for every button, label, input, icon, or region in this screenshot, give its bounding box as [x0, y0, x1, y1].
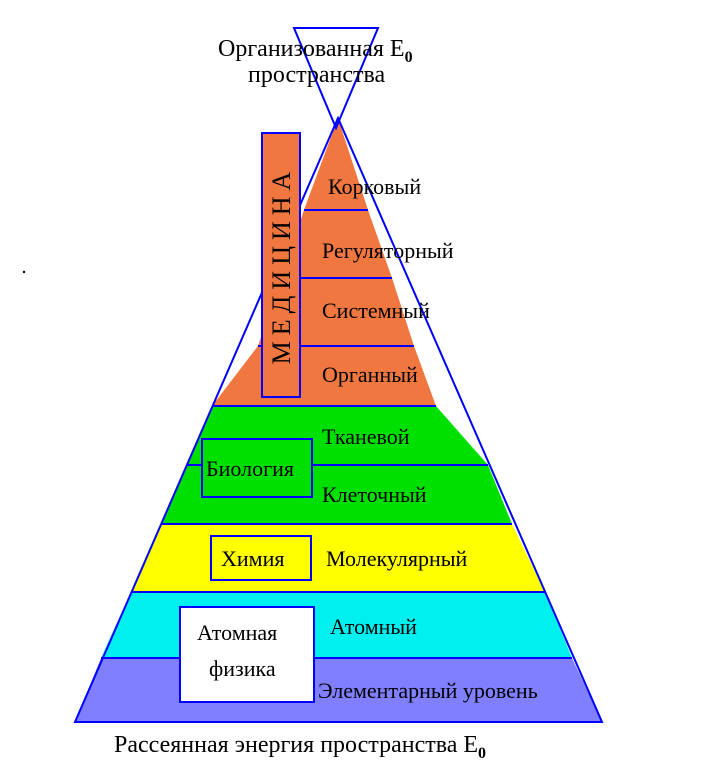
level-label-regulatory: Регуляторный	[322, 238, 454, 263]
level-label-cellular: Клеточный	[322, 482, 427, 507]
medicine-text: МЕДИЦИНА	[267, 166, 296, 365]
level-label-elementary: Элементарный уровень	[318, 678, 538, 703]
medicine-label: МЕДИЦИНА	[267, 166, 296, 365]
biology-box	[201, 438, 313, 498]
level-label-organ: Органный	[322, 362, 418, 387]
chemistry-box	[210, 535, 312, 581]
level-label-tissue: Тканевой	[322, 424, 410, 449]
inverted-triangle	[292, 27, 380, 131]
bottom-label: Рассеянная энергия пространства Е0	[114, 732, 486, 762]
atomic-physics-box	[179, 606, 315, 703]
pyramid-outline	[73, 115, 604, 723]
band-regulatory	[281, 210, 392, 278]
atomic-physics-label-line1: Атомная	[197, 620, 277, 645]
level-label-systemic: Системный	[322, 298, 430, 323]
chemistry-label: Химия	[221, 546, 284, 571]
biology-label: Биология	[206, 456, 294, 481]
medicine-box	[261, 132, 301, 398]
level-label-molecular: Молекулярный	[326, 546, 468, 571]
top-label-line2: пространства	[248, 62, 386, 88]
level-label-atomic: Атомный	[330, 614, 417, 639]
stray-dot	[22, 270, 26, 274]
level-label-cortical: Корковый	[328, 174, 421, 199]
atomic-physics-label-line2: физика	[209, 656, 276, 681]
band-cortical	[304, 118, 368, 210]
top-label: Организованная Е0	[218, 36, 413, 66]
